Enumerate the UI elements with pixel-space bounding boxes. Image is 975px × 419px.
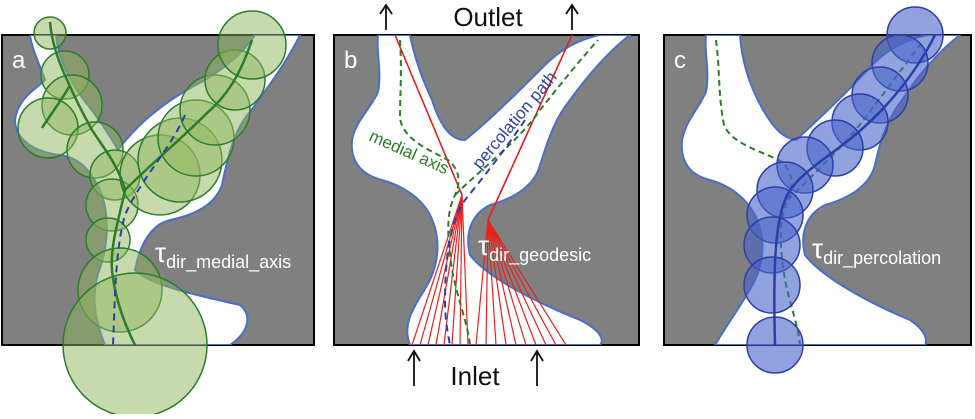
tau-symbol: τ xyxy=(812,233,823,264)
medial-sphere xyxy=(33,16,67,50)
panel-a-letter: a xyxy=(12,47,26,74)
outlet-arrow-left xyxy=(379,3,393,30)
inlet-label: Inlet xyxy=(450,361,500,391)
panel-c-percolation-path xyxy=(773,34,937,346)
panel-b: b medial axis percolation path τdir_geod… xyxy=(333,2,640,391)
panel-c-letter: c xyxy=(674,47,686,74)
panel-b-letter: b xyxy=(344,47,357,74)
inlet-arrow-right xyxy=(530,349,544,386)
tau-subscript: dir_percolation xyxy=(823,248,941,269)
outlet-label: Outlet xyxy=(453,2,523,32)
tau-symbol: τ xyxy=(478,230,489,261)
geodesic-path xyxy=(394,35,469,345)
medial-sphere xyxy=(217,10,287,80)
tau-symbol: τ xyxy=(155,237,166,268)
percolation-sphere xyxy=(743,256,801,314)
panel-c: c τdir_percolation xyxy=(663,6,972,374)
geodesic-path xyxy=(487,35,573,345)
panel-a-tau-label: τdir_medial_axis xyxy=(155,237,291,273)
tau-subscript: dir_geodesic xyxy=(489,245,591,266)
panel-c-percolation-spheres xyxy=(743,6,944,374)
inlet-arrow-left xyxy=(407,349,421,386)
panel-a-medial-axis xyxy=(40,21,254,346)
panel-a-percolation-path xyxy=(112,114,186,346)
panel-a: a τdir_medial_axis xyxy=(1,10,315,418)
panel-b-medial-axis xyxy=(398,39,599,346)
panel-b-pore-space xyxy=(350,35,632,345)
panel-b-tau-label: τdir_geodesic xyxy=(478,230,591,266)
tau-subscript: dir_medial_axis xyxy=(166,252,291,273)
outlet-arrow-right xyxy=(565,3,579,30)
panel-c-tau-label: τdir_percolation xyxy=(812,233,941,269)
